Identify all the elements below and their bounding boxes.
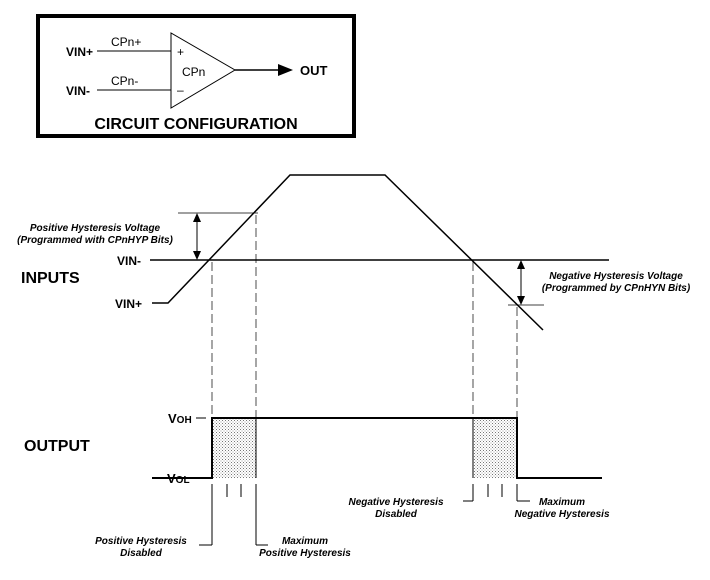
input-waveforms [150, 174, 609, 331]
pos-hyst-voltage-label: Positive Hysteresis Voltage [30, 223, 161, 234]
comparator-label: CPn [182, 65, 205, 79]
comparator-symbol [170, 32, 236, 109]
pos-disabled-label: Positive Hysteresis [95, 536, 187, 547]
output-signal [152, 417, 602, 479]
output-arrow-icon [278, 64, 293, 76]
circuit-box [36, 14, 356, 138]
neg-hysteresis-region [473, 418, 517, 478]
pos-hysteresis-region [212, 418, 256, 478]
max-neg-label: Maximum [539, 497, 585, 508]
neg-disabled-note: Disabled [375, 509, 418, 520]
vin-plus-wave-label: VIN+ [115, 297, 142, 311]
pos-disabled-note: Disabled [120, 548, 163, 559]
cpn-minus-label: CPn- [111, 74, 138, 88]
max-pos-note: Positive Hysteresis [259, 548, 351, 559]
timing-labels: INPUTS OUTPUT VIN- VIN+ VOH VOL Positive… [17, 223, 691, 559]
max-neg-note: Negative Hysteresis [514, 509, 609, 520]
neg-hyst-arrow-up-icon [517, 260, 525, 269]
neg-hyst-voltage-label: Negative Hysteresis Voltage [549, 271, 683, 282]
voh-label: VOH [168, 411, 192, 426]
neg-disabled-label: Negative Hysteresis [348, 497, 443, 508]
pos-hyst-voltage-note: (Programmed with CPnHYP Bits) [17, 235, 173, 246]
vol-label: VOL [167, 471, 190, 486]
circuit-caption: CIRCUIT CONFIGURATION [94, 116, 297, 133]
out-label: OUT [300, 63, 328, 78]
vin-plus-waveform [152, 174, 544, 331]
vin-plus-label: VIN+ [66, 45, 93, 59]
pos-hyst-arrow-down-icon [193, 251, 201, 260]
neg-hyst-arrow-down-icon [517, 296, 525, 305]
vin-minus-wave-label: VIN- [117, 254, 141, 268]
pos-hyst-arrow-up-icon [193, 213, 201, 222]
output-label: OUTPUT [24, 438, 90, 455]
vin-minus-label: VIN- [66, 84, 90, 98]
inputs-label: INPUTS [21, 270, 80, 287]
comparator-plus-sign: + [177, 45, 184, 59]
comparator-minus-sign: – [177, 83, 184, 97]
max-pos-label: Maximum [282, 536, 328, 547]
circuit-configuration: VIN+ VIN- CPn+ CPn- + – CPn OUT CIRCUIT … [36, 14, 356, 138]
threshold-ticks [199, 484, 530, 546]
cpn-plus-label: CPn+ [111, 35, 141, 49]
neg-hyst-voltage-note: (Programmed by CPnHYN Bits) [542, 283, 691, 294]
output-waveform [152, 417, 602, 479]
projection-lines [211, 215, 518, 418]
